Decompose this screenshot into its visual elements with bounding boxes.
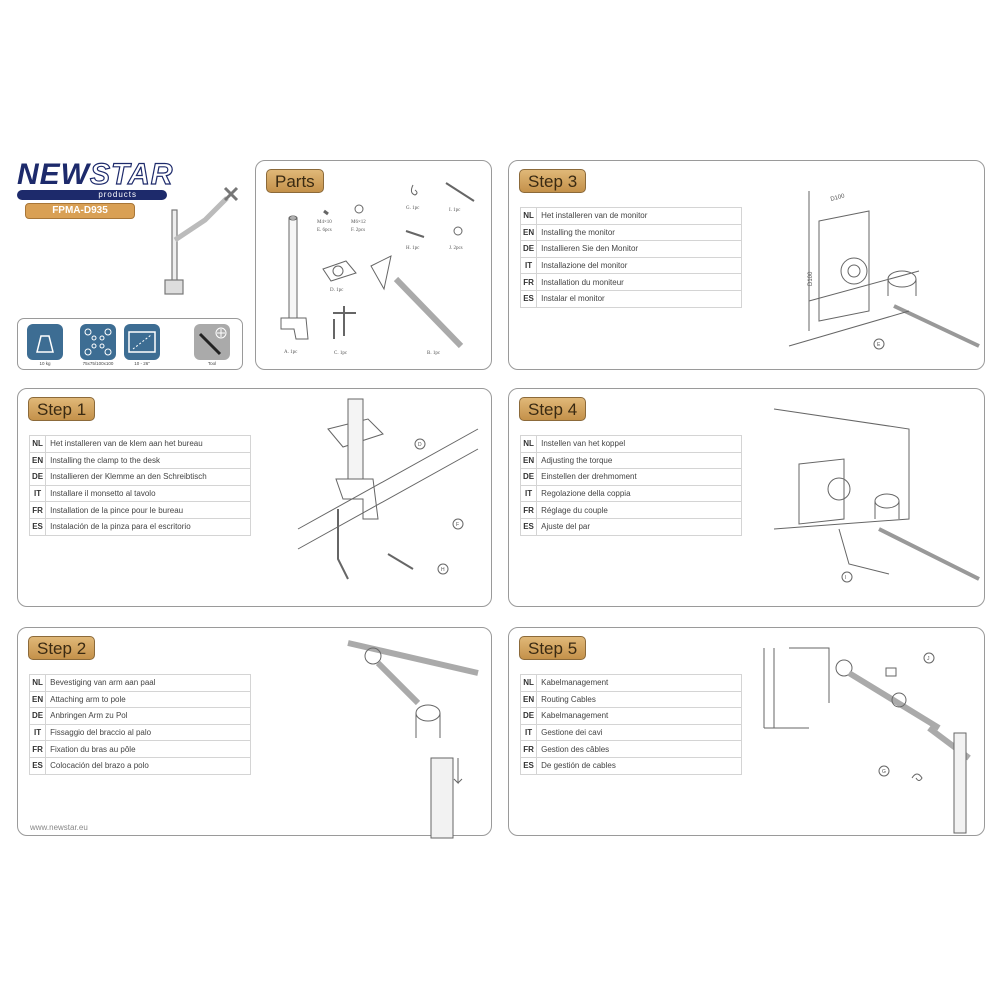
- logo-new: NEW: [17, 158, 90, 191]
- part-f-size: M6×12: [351, 220, 366, 225]
- lang-code: NL: [28, 435, 47, 453]
- step-title: Step 3: [519, 169, 587, 193]
- spec-label: 75x75/100x100: [82, 361, 114, 366]
- callout-j: J: [927, 656, 930, 662]
- step-title: Step 4: [519, 397, 587, 421]
- instruction-text: Colocación del brazo a polo: [45, 756, 251, 775]
- logo-star: STAR: [89, 158, 174, 191]
- instruction-text: Ajuste del par: [536, 517, 742, 536]
- callout-g: G: [882, 769, 886, 775]
- part-c-label: C. 1pc: [334, 351, 348, 356]
- spec-label: 10 kg: [39, 361, 51, 366]
- part-e-size: M4×10: [317, 220, 332, 225]
- product-illustration: [164, 186, 239, 295]
- logo-products: products: [17, 190, 167, 200]
- step-illustration: I: [773, 408, 980, 583]
- lang-code: ES: [519, 289, 538, 308]
- spec-label: 10 - 26": [134, 361, 150, 366]
- part-e-label: E. 6pcs: [317, 228, 332, 233]
- callout-i: I: [845, 575, 846, 581]
- part-h-label: H. 1pc: [406, 246, 420, 251]
- instruction-text: Instalación de la pinza para el escritor…: [45, 517, 251, 536]
- instruction-text: Instalar el monitor: [536, 289, 742, 308]
- step-title: Step 1: [28, 397, 96, 421]
- part-b-label: B. 1pc: [427, 351, 441, 356]
- lang-code: IT: [519, 723, 538, 742]
- model-badge: FPMA-D935: [25, 203, 135, 219]
- screwdriver-icon: [194, 324, 230, 360]
- step-title: Step 2: [28, 636, 96, 660]
- newstar-logo: NEWSTAR products: [17, 158, 173, 200]
- dim-label: D100: [808, 271, 814, 286]
- lang-code: ES: [519, 517, 538, 536]
- instruction-text: De gestión de cables: [536, 756, 742, 775]
- step-illustration: JG: [763, 647, 971, 834]
- part-d-label: D. 1pc: [330, 288, 344, 293]
- footer-url[interactable]: www.newstar.eu: [30, 823, 88, 832]
- callout-h: H: [441, 567, 445, 573]
- parts-title: Parts: [266, 169, 324, 193]
- lang-code: ES: [28, 756, 47, 775]
- part-g-label: G. 1pc: [406, 206, 420, 211]
- part-f-label: F. 2pcs: [351, 228, 365, 233]
- spec-icons-box: 10 kg 75x75/100x100 10 - 26" Tool: [17, 318, 243, 370]
- lang-code: DE: [519, 240, 538, 258]
- callout-d: D: [418, 442, 422, 448]
- step-title: Step 5: [519, 636, 587, 660]
- weight-icon: [27, 324, 63, 360]
- dim-label: D100: [830, 193, 846, 203]
- lang-code: NL: [519, 207, 538, 225]
- screen-size-icon: [124, 324, 160, 360]
- lang-code: ES: [519, 756, 538, 775]
- lang-code: IT: [519, 256, 538, 275]
- vesa-icon: [80, 324, 116, 360]
- part-j-label: J. 2pcs: [449, 246, 463, 251]
- step-illustration: [347, 640, 479, 839]
- lang-code: ES: [28, 517, 47, 536]
- part-a-label: A. 1pc: [284, 350, 298, 355]
- callout-e: E: [877, 342, 881, 348]
- parts-panel: Parts A. 1pc B. 1pc C. 1pc D. 1pc M4×10 …: [255, 160, 492, 370]
- parts-illustration: A. 1pc B. 1pc C. 1pc D. 1pc M4×10 E. 6pc…: [280, 182, 475, 356]
- spec-label: Tool: [207, 361, 217, 366]
- lang-code: FR: [28, 501, 47, 519]
- part-i-label: I. 1pc: [449, 208, 461, 213]
- callout-f: F: [456, 522, 459, 528]
- step-illustration: D F H: [297, 398, 479, 580]
